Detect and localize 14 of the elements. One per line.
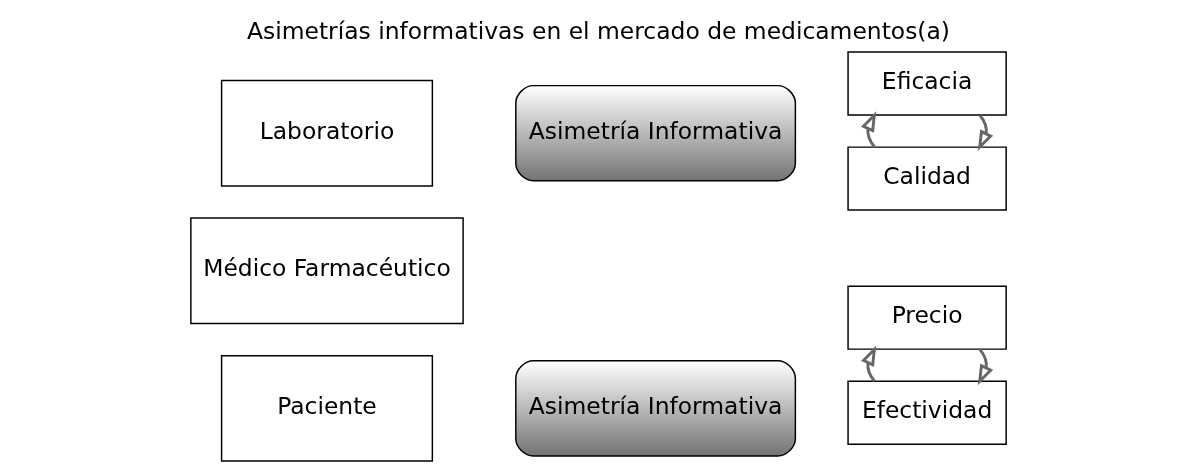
arrow (860, 111, 876, 148)
node-box: Asimetría Informativa (514, 360, 796, 457)
node-box: Precio (846, 285, 1007, 350)
node-box: Paciente (220, 354, 433, 462)
arrow (860, 345, 876, 383)
arrow (977, 348, 993, 386)
arrow (977, 114, 993, 151)
node-box: Eficacia (846, 51, 1007, 116)
node-box: Laboratorio (220, 79, 433, 187)
node-box: Médico Farmacéutico (189, 217, 464, 325)
node-box: Asimetría Informativa (514, 84, 796, 182)
diagram-title: Asimetrías informativas en el mercado de medicamentos(a) (246, 16, 950, 45)
node-box: Calidad (846, 146, 1007, 211)
node-box: Efectividad (846, 380, 1007, 445)
